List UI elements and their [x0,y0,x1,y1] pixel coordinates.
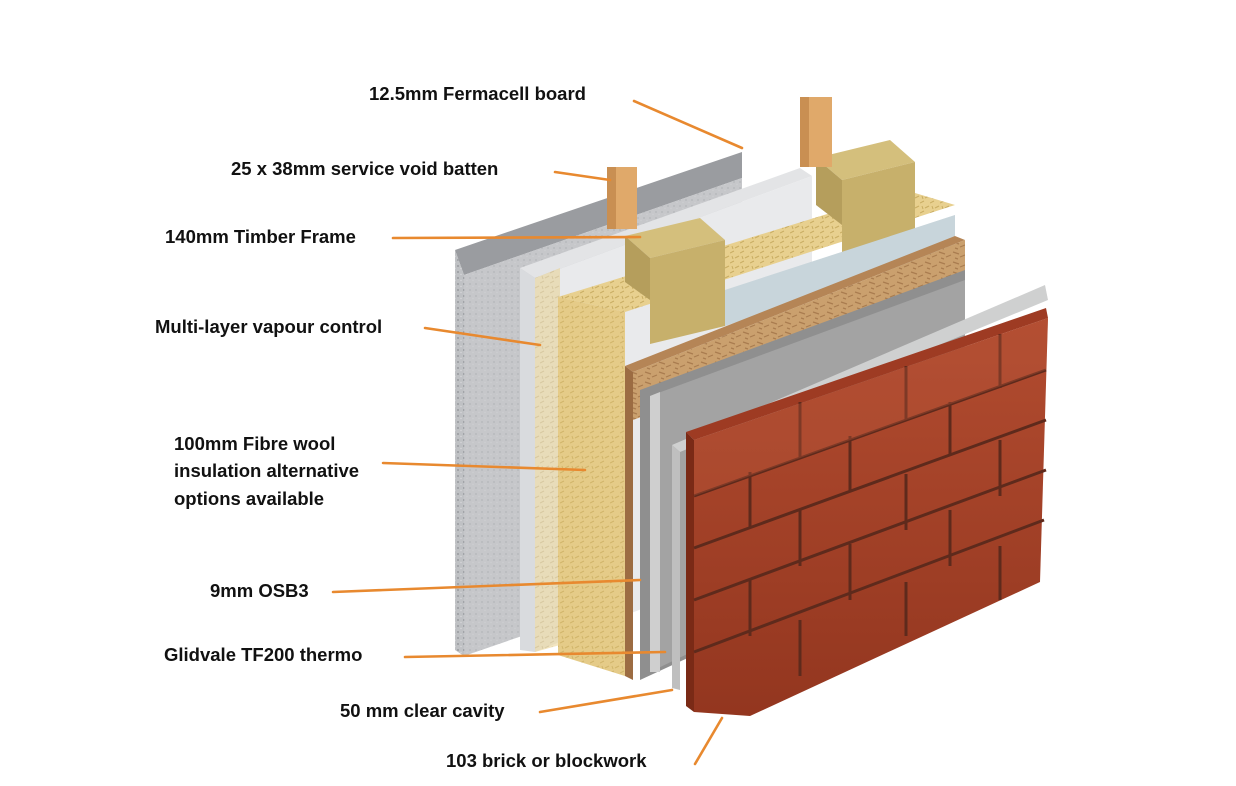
leader-fermacell [632,99,744,150]
leader-timber-frame [391,235,642,240]
leader-vapour [423,326,542,347]
batten-shape [607,97,832,229]
label-glidvale: Glidvale TF200 thermo [164,644,362,665]
leader-brick [693,716,724,766]
timber-frame-shape [625,140,955,344]
brickwork-shape [686,308,1048,716]
label-timber-frame: 140mm Timber Frame [165,226,356,247]
label-fibre-line3: options available [174,488,324,509]
leader-batten [553,170,612,182]
leader-cavity [538,688,674,714]
leader-fibre [381,461,587,472]
leader-lines [331,99,744,766]
leader-glidvale [403,650,667,659]
label-cavity: 50 mm clear cavity [340,700,505,721]
label-vapour: Multi-layer vapour control [155,316,382,337]
label-batten: 25 x 38mm service void batten [231,158,498,179]
label-fibre-line2: insulation alternative [174,460,359,481]
leader-osb [331,578,642,594]
label-osb: 9mm OSB3 [210,580,309,601]
label-brick: 103 brick or blockwork [446,750,647,771]
label-fibre-line1: 100mm Fibre wool [174,433,335,454]
label-fermacell: 12.5mm Fermacell board [369,83,586,104]
